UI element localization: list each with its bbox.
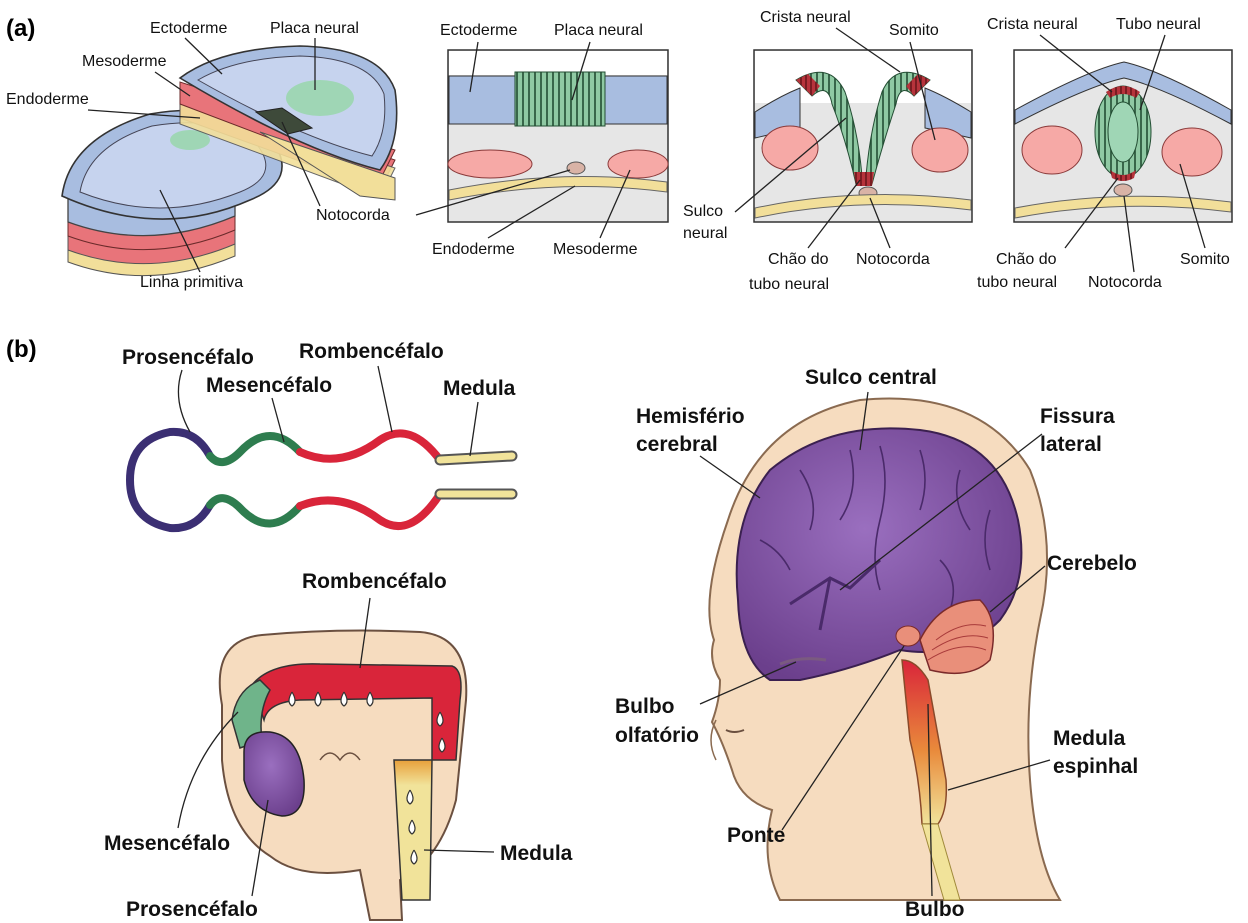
embryo-mesencefalo-label: Mesencéfalo bbox=[104, 832, 230, 855]
fig3-crista-neural-label: Crista neural bbox=[760, 9, 851, 26]
fig1-notocorda-label: Notocorda bbox=[316, 207, 390, 224]
fig4-crista-neural-label: Crista neural bbox=[987, 16, 1078, 33]
embryo-disc-figure bbox=[62, 46, 397, 276]
adult-bulbo-olf-label-1: Bulbo bbox=[615, 695, 674, 718]
fig4-tubo-neural-label: Tubo neural bbox=[1116, 16, 1201, 33]
fig1-placa-neural-label: Placa neural bbox=[270, 20, 359, 37]
fig1-linha-primitiva-label: Linha primitiva bbox=[140, 274, 243, 291]
fig3-sulco-neural-label-1: Sulco bbox=[683, 203, 723, 220]
fig2-endoderme-label: Endoderme bbox=[432, 241, 515, 258]
fig4-somito-label: Somito bbox=[1180, 251, 1230, 268]
fig3-somito-label: Somito bbox=[889, 22, 939, 39]
fig3-chao-label-1: Chão do bbox=[768, 251, 829, 268]
fig4-chao-label-2: tubo neural bbox=[977, 274, 1057, 291]
neural-tube-schematic bbox=[130, 432, 512, 528]
adult-hemisferio-label-2: cerebral bbox=[636, 433, 718, 456]
embryo-prosencefalo-label: Prosencéfalo bbox=[126, 898, 258, 921]
fig4-notocorda-label: Notocorda bbox=[1088, 274, 1162, 291]
fig3-sulco-neural-label-2: neural bbox=[683, 225, 727, 242]
adult-hemisferio-label-1: Hemisfério bbox=[636, 405, 745, 428]
adult-sulco-central-label: Sulco central bbox=[805, 366, 937, 389]
adult-ponte-label: Ponte bbox=[727, 824, 785, 847]
adult-bulbo-olf-label-2: olfatório bbox=[615, 724, 699, 747]
adult-fissura-label-1: Fissura bbox=[1040, 405, 1115, 428]
fig2-ectoderme-label: Ectoderme bbox=[440, 22, 517, 39]
fig1-ectoderme-label: Ectoderme bbox=[150, 20, 227, 37]
tube-mesencefalo-label: Mesencéfalo bbox=[206, 374, 332, 397]
fig2-mesoderme-label: Mesoderme bbox=[553, 241, 638, 258]
adult-medula-esp-label-1: Medula bbox=[1053, 727, 1126, 750]
tube-prosencefalo-label: Prosencéfalo bbox=[122, 346, 254, 369]
neural-tube-section bbox=[1014, 50, 1232, 222]
tube-medula-label: Medula bbox=[443, 377, 516, 400]
fig1-mesoderme-label: Mesoderme bbox=[82, 53, 167, 70]
adult-medula-esp-label-2: espinhal bbox=[1053, 755, 1138, 778]
panel-a-tag: (a) bbox=[6, 15, 35, 42]
tube-rombencefalo-label: Rombencéfalo bbox=[299, 340, 444, 363]
embryo-medula-label: Medula bbox=[500, 842, 573, 865]
adult-cerebelo-label: Cerebelo bbox=[1047, 552, 1137, 575]
fig2-placa-neural-label: Placa neural bbox=[554, 22, 643, 39]
fig1-endoderme-label: Endoderme bbox=[6, 91, 89, 108]
adult-fissura-label-2: lateral bbox=[1040, 433, 1102, 456]
embryo-rombencefalo-label: Rombencéfalo bbox=[302, 570, 447, 593]
embryo-brain bbox=[220, 631, 467, 920]
adult-bulbo-label: Bulbo bbox=[905, 898, 964, 921]
panel-b-tag: (b) bbox=[6, 336, 37, 363]
neural-groove-section bbox=[754, 50, 972, 222]
fig4-chao-label-1: Chão do bbox=[996, 251, 1057, 268]
fig3-chao-label-2: tubo neural bbox=[749, 276, 829, 293]
fig3-notocorda-label: Notocorda bbox=[856, 251, 930, 268]
